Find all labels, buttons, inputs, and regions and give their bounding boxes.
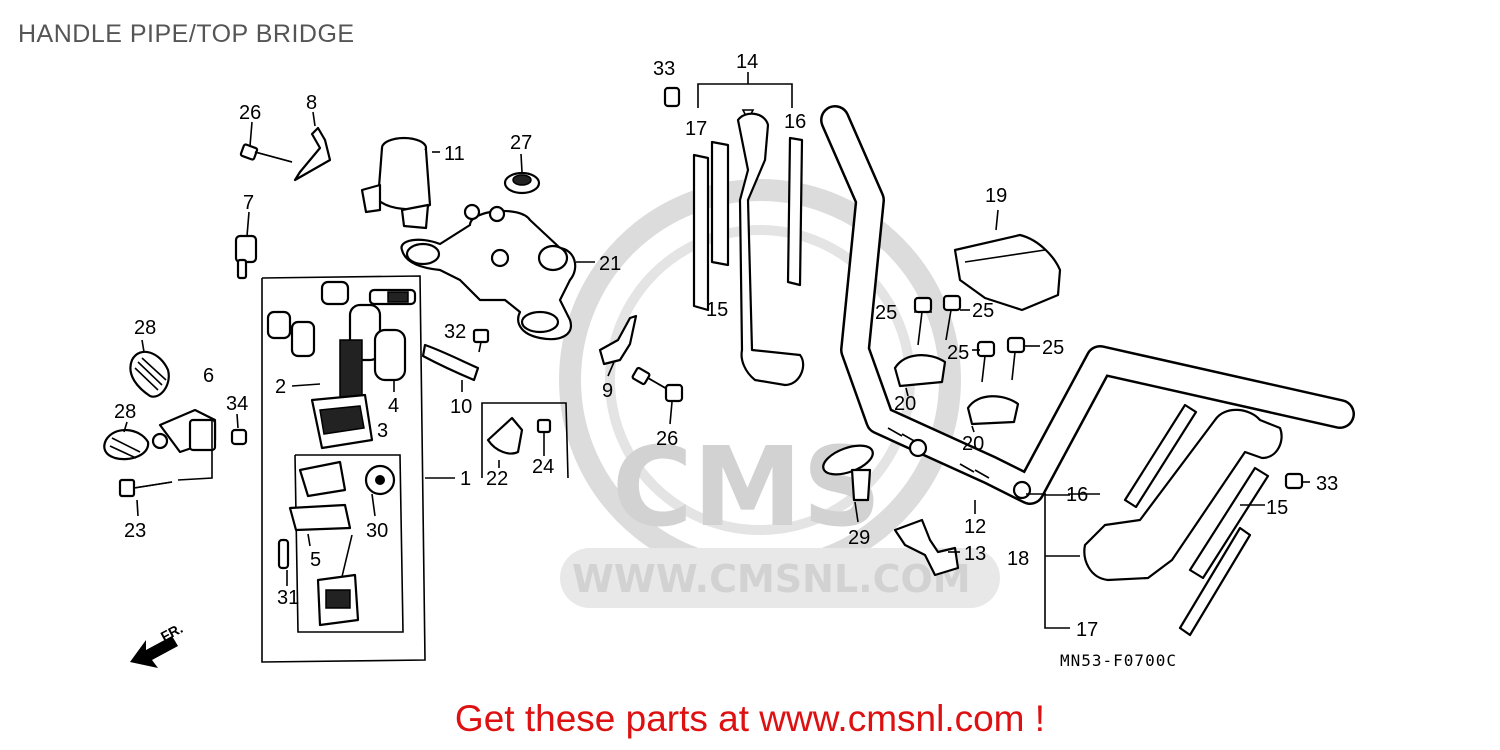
watermark-url: WWW.CMSNL.COM	[572, 557, 971, 601]
small-hardware-top-left	[234, 126, 332, 280]
callout-25-a: 25	[875, 302, 897, 324]
callout-25-c: 25	[947, 342, 969, 364]
callout-31: 31	[277, 587, 299, 609]
callout-14: 14	[736, 51, 758, 73]
leader-lines	[123, 111, 1310, 586]
callout-20: 20	[894, 393, 916, 415]
callout-labels: 1 2 3 4 5 6 7 8 9 10 11 12 13 14 15 15 1…	[114, 51, 1338, 641]
callout-18: 18	[1007, 548, 1029, 570]
callout-17: 17	[685, 118, 707, 140]
cta-text: Get these parts at www.cmsnl.com !	[454, 698, 1046, 739]
callout-28-lower: 28	[114, 401, 136, 423]
callout-19: 19	[985, 185, 1007, 207]
callout-33-right: 33	[1316, 473, 1338, 495]
callout-16: 16	[784, 111, 806, 133]
callout-30: 30	[366, 520, 388, 542]
parts-diagram: CMS WWW.CMSNL.COM	[103, 51, 1355, 670]
wire-guide-hardware	[103, 350, 248, 498]
callout-2: 2	[275, 376, 286, 398]
front-label: FR.	[158, 620, 185, 645]
ignition-switch-assembly	[261, 275, 455, 663]
callout-4: 4	[388, 395, 399, 417]
part-19-cover	[953, 233, 1062, 312]
callout-17-right: 17	[1076, 619, 1098, 641]
callout-10: 10	[450, 396, 472, 418]
callout-20-lower: 20	[962, 433, 984, 455]
callout-24: 24	[532, 456, 554, 478]
callout-11: 11	[444, 143, 465, 165]
callout-23: 23	[124, 520, 146, 542]
callout-15: 15	[706, 299, 728, 321]
left-handle-assembly	[663, 72, 805, 387]
middle-hardware	[421, 314, 684, 403]
callout-26: 26	[239, 102, 261, 124]
callout-26-lower: 26	[656, 428, 678, 450]
right-handle-assembly	[1044, 403, 1304, 637]
holder-bolts	[893, 294, 1026, 426]
callout-5: 5	[310, 549, 321, 571]
diagram-title: HANDLE PIPE/TOP BRIDGE	[18, 20, 355, 48]
callout-16-right: 16	[1066, 484, 1088, 506]
callout-12: 12	[964, 516, 986, 538]
callout-21: 21	[599, 253, 621, 275]
callout-3: 3	[377, 420, 388, 442]
part-13-clip	[893, 518, 960, 577]
part-11-cover	[360, 136, 432, 230]
part-27-cap	[503, 171, 541, 195]
callout-32: 32	[444, 321, 466, 343]
callout-9: 9	[602, 380, 613, 402]
front-direction-marker: FR.	[130, 620, 185, 668]
watermark: CMS WWW.CMSNL.COM	[559, 179, 1000, 608]
callout-15-right: 15	[1266, 497, 1288, 519]
callout-25-b: 25	[972, 300, 994, 322]
callout-13: 13	[964, 543, 986, 565]
handle-pipe	[820, 105, 1355, 505]
callout-29: 29	[848, 527, 870, 549]
parts-22-24-group	[481, 402, 569, 479]
callout-8: 8	[306, 92, 317, 114]
callout-25-d: 25	[1042, 337, 1064, 359]
callout-27: 27	[510, 132, 532, 154]
callout-22: 22	[486, 468, 508, 490]
callout-33: 33	[653, 58, 675, 80]
callout-28: 28	[134, 317, 156, 339]
callout-1: 1	[460, 468, 471, 490]
diagram-code: MN53-F0700C	[1060, 651, 1177, 670]
callout-34: 34	[226, 393, 248, 415]
callout-7: 7	[243, 192, 254, 214]
watermark-brand: CMS	[612, 423, 881, 551]
top-bridge	[400, 203, 577, 341]
callout-6: 6	[203, 365, 214, 387]
part-29-clamp	[822, 444, 874, 502]
